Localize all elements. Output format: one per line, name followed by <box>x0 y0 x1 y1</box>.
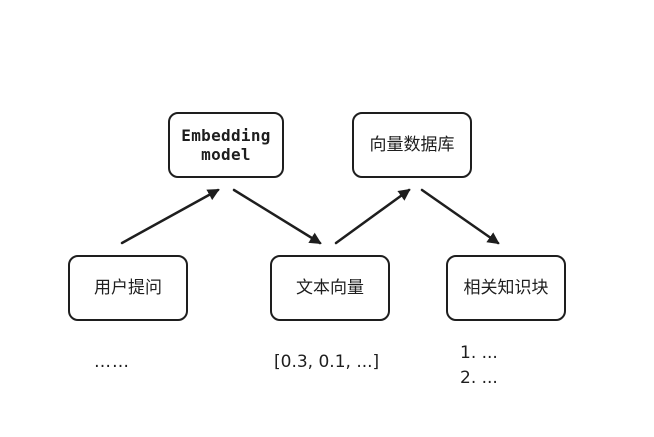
node-relevant-chunks-label: 相关知识块 <box>463 277 549 298</box>
note-vector-example: [0.3, 0.1, ...] <box>274 352 380 372</box>
node-embedding-model: Embedding model <box>168 112 284 178</box>
arrow-query-to-embedding <box>120 188 220 245</box>
arrow-embedding-to-vector <box>232 188 322 245</box>
note-chunks-line-1: 1. ... <box>460 343 498 363</box>
node-relevant-chunks: 相关知识块 <box>446 255 566 321</box>
node-vector-database: 向量数据库 <box>352 112 472 178</box>
node-text-vector-label: 文本向量 <box>296 277 364 298</box>
arrow-vectordb-to-chunks <box>420 188 500 245</box>
node-user-query: 用户提问 <box>68 255 188 321</box>
node-vector-database-label: 向量数据库 <box>369 134 455 155</box>
arrow-vector-to-vectordb <box>334 188 411 245</box>
note-query-example: …… <box>94 352 130 372</box>
node-text-vector: 文本向量 <box>270 255 390 321</box>
node-user-query-label: 用户提问 <box>94 277 162 298</box>
node-embedding-model-label: Embedding model <box>181 125 271 164</box>
note-chunks-line-2: 2. ... <box>460 368 498 388</box>
